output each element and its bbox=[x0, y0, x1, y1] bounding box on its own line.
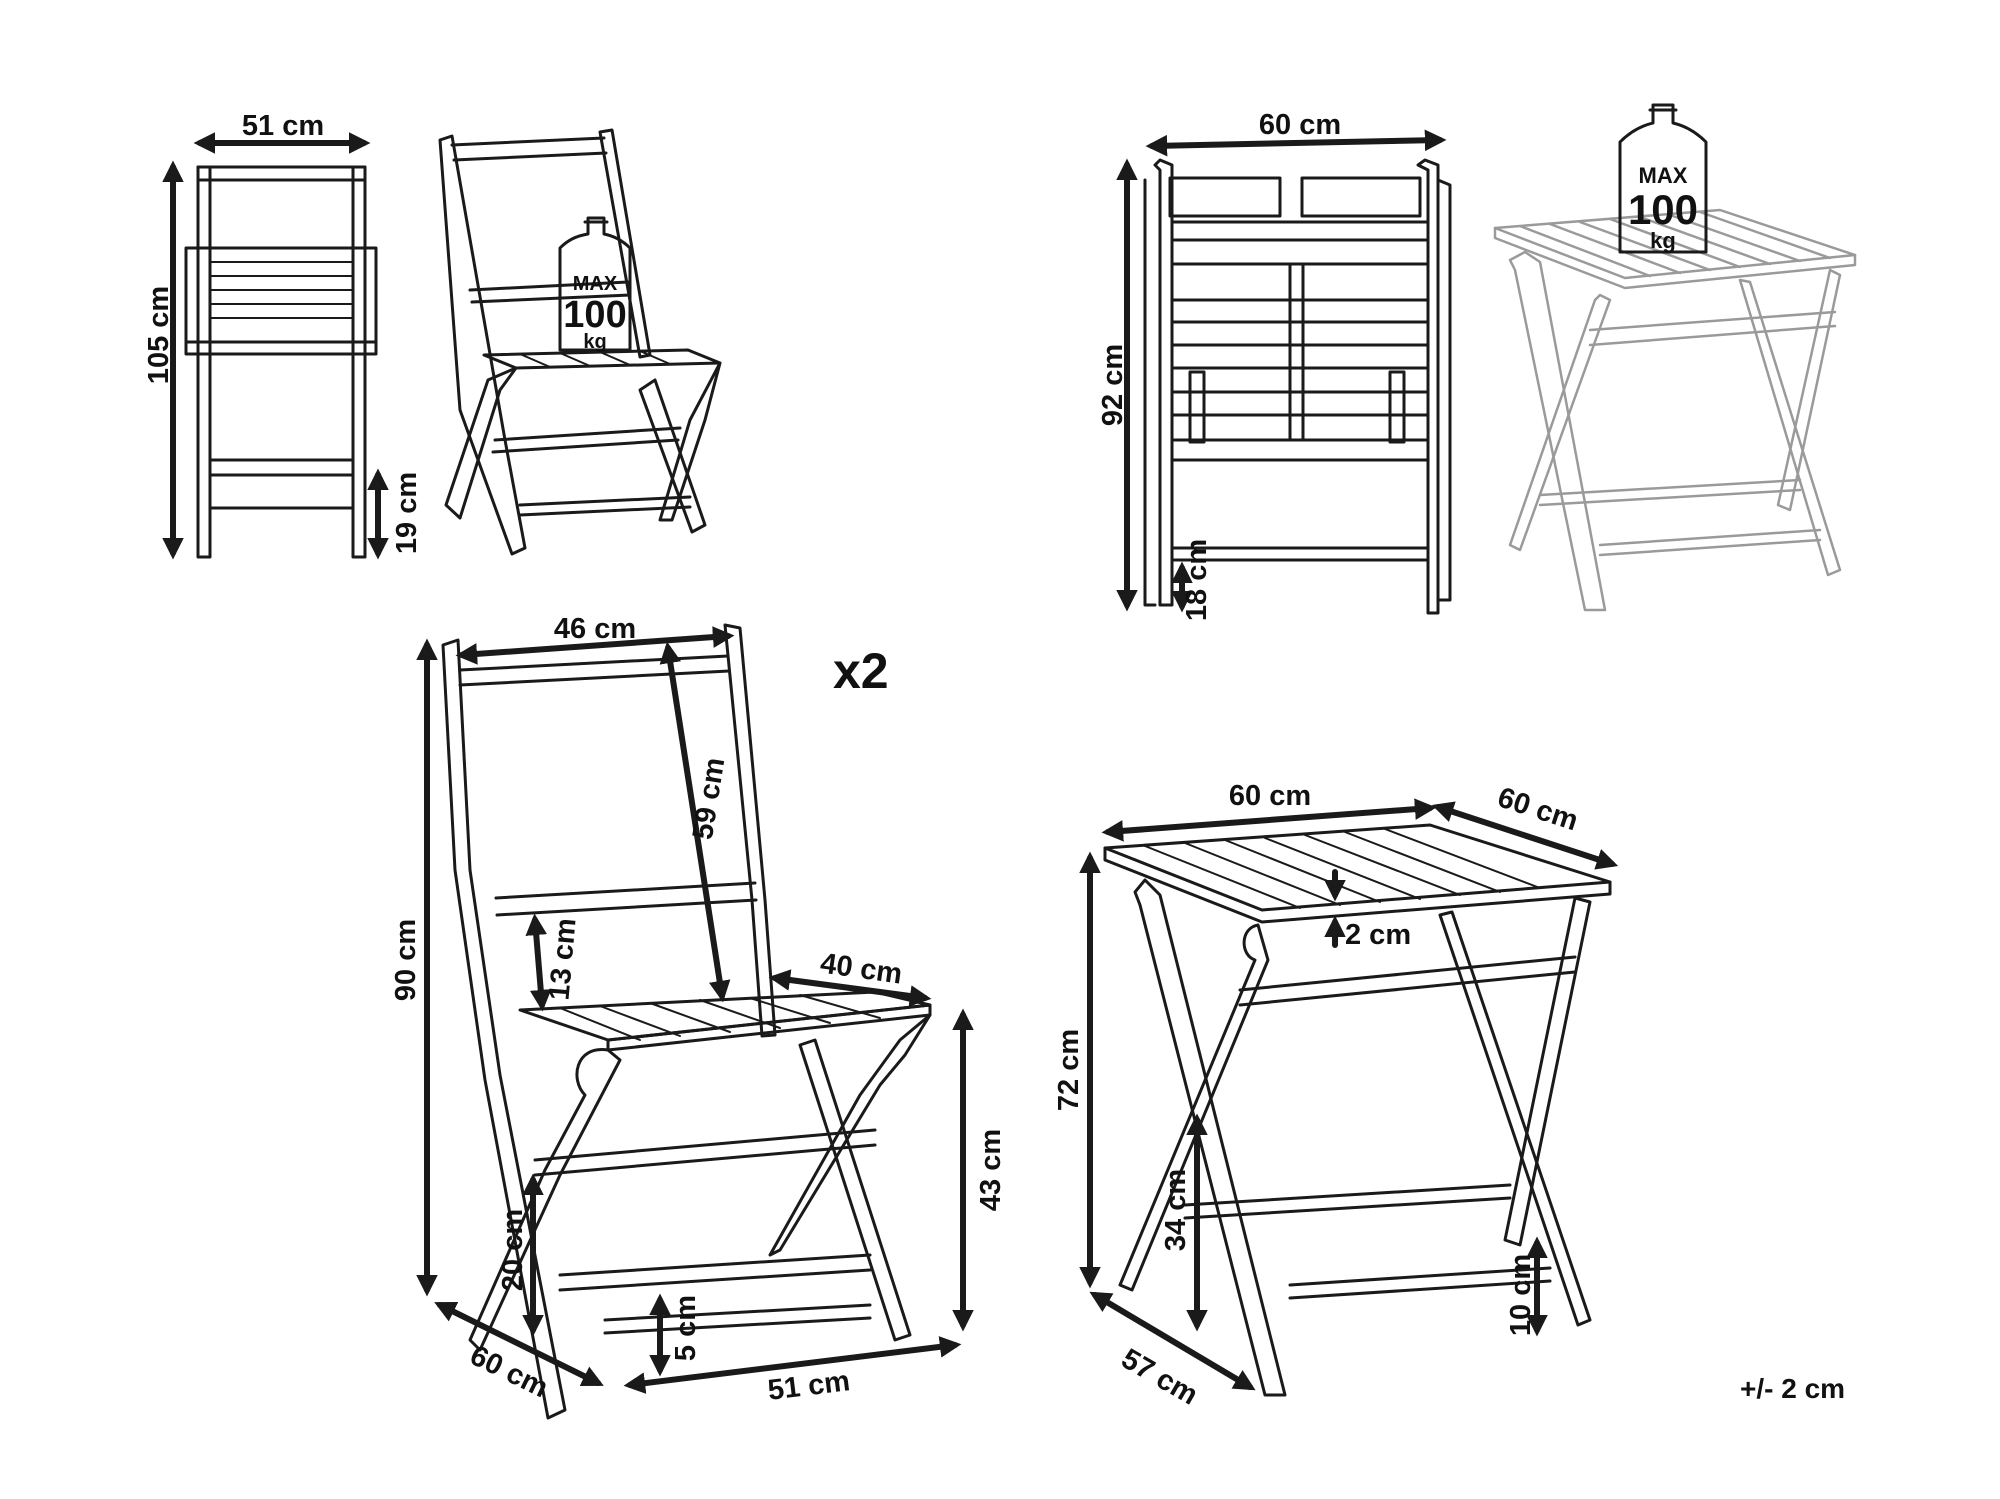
badge-chair-max: MAX bbox=[573, 273, 618, 295]
chair-back-width-dimension: 46 cm bbox=[455, 613, 735, 665]
table-top-thickness-dimension: 2 cm bbox=[1324, 869, 1411, 951]
chair-depth-label: 60 cm bbox=[465, 1340, 553, 1405]
table-top-thickness-label: 2 cm bbox=[1345, 919, 1411, 951]
table-height-dimension: 72 cm bbox=[1053, 851, 1101, 1289]
folded-chair-width-label: 51 cm bbox=[242, 110, 324, 142]
folded-table-foot-height-label: 18 cm bbox=[1181, 539, 1213, 621]
table-top-depth-dimension: 60 cm bbox=[1431, 782, 1619, 870]
badge-table-max: MAX bbox=[1639, 163, 1688, 188]
chair-depth-dimension: 60 cm bbox=[434, 1302, 604, 1405]
chair-seat-height-label: 43 cm bbox=[975, 1129, 1007, 1211]
table-height-label: 72 cm bbox=[1053, 1029, 1085, 1111]
chair-seat-depth-dimension: 40 cm bbox=[768, 948, 932, 1007]
chair-width-label: 51 cm bbox=[766, 1365, 852, 1407]
chair-back-height-dimension: 59 cm bbox=[659, 641, 731, 1003]
chair-seat-height-dimension: 43 cm bbox=[952, 1008, 1007, 1332]
table-rail-height-dimension: 34 cm bbox=[1160, 1113, 1208, 1332]
chair-total-height-dimension: 90 cm bbox=[390, 638, 438, 1297]
table-foot-rail-label: 10 cm bbox=[1505, 1254, 1537, 1336]
chair-seat-gap-dimension: 13 cm bbox=[525, 913, 583, 1012]
chair-lower-rail-label: 20 cm bbox=[497, 1209, 529, 1291]
chair-total-height-label: 90 cm bbox=[390, 919, 422, 1001]
folded-table-width-dimension: 60 cm bbox=[1145, 109, 1447, 157]
folded-table-height-label: 92 cm bbox=[1097, 344, 1129, 426]
tolerance-note: +/- 2 cm bbox=[1740, 1373, 1845, 1404]
table-perspective-small-drawing bbox=[1493, 208, 1857, 612]
weight-badge-table: MAX 100 kg bbox=[1618, 103, 1708, 254]
folded-chair-height-dimension: 105 cm bbox=[143, 160, 184, 560]
chair-perspective-small-drawing bbox=[438, 128, 722, 556]
folded-table-height-dimension: 92 cm bbox=[1097, 158, 1138, 612]
badge-chair-unit: kg bbox=[583, 331, 606, 353]
badge-chair-value: 100 bbox=[563, 294, 626, 336]
chair-seat-gap-label: 13 cm bbox=[544, 917, 583, 1002]
folded-table-foot-height-dimension: 18 cm bbox=[1171, 539, 1213, 621]
folded-chair-seat-height-label: 19 cm bbox=[391, 472, 423, 554]
chair-back-height-label: 59 cm bbox=[687, 755, 731, 841]
table-large-drawing bbox=[1103, 823, 1612, 1397]
chair-back-width-label: 46 cm bbox=[554, 613, 636, 645]
folded-chair-seat-height-dimension: 19 cm bbox=[367, 468, 423, 560]
table-top-width-label: 60 cm bbox=[1229, 780, 1311, 812]
table-top-width-dimension: 60 cm bbox=[1101, 780, 1437, 842]
badge-table-value: 100 bbox=[1628, 186, 1698, 233]
folded-chair-width-dimension: 51 cm bbox=[193, 110, 371, 154]
quantity-label: x2 bbox=[833, 643, 889, 699]
folded-chair-height-label: 105 cm bbox=[143, 286, 175, 384]
chair-foot-rail-label: 5 cm bbox=[670, 1295, 702, 1361]
table-base-depth-dimension: 57 cm bbox=[1089, 1291, 1256, 1412]
folded-table-front-drawing bbox=[1143, 158, 1452, 615]
folded-chair-front-drawing bbox=[184, 165, 378, 559]
badge-table-unit: kg bbox=[1650, 228, 1676, 253]
chair-foot-rail-dimension: 5 cm bbox=[649, 1293, 702, 1377]
table-foot-rail-dimension: 10 cm bbox=[1505, 1236, 1548, 1337]
table-rail-height-label: 34 cm bbox=[1160, 1169, 1192, 1251]
weight-badge-chair: MAX 100 kg bbox=[558, 216, 632, 353]
folded-table-width-label: 60 cm bbox=[1259, 109, 1341, 141]
